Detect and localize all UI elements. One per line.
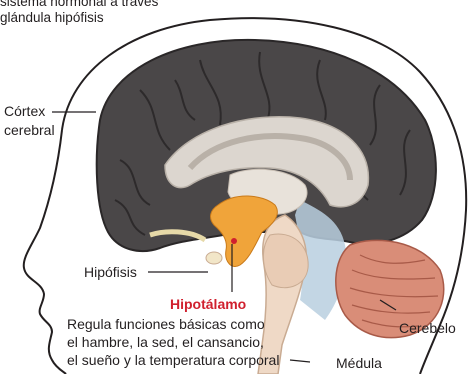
medula-leader bbox=[290, 360, 310, 362]
label-cerebelo: Cerebelo bbox=[399, 320, 456, 337]
label-hipotalamo: Hipotálamo bbox=[170, 296, 246, 313]
label-medula: Médula bbox=[336, 355, 382, 372]
description-line-2: el hambre, la sed, el cansancio, bbox=[67, 334, 264, 351]
caption: sistema hormonal a través glándula hipóf… bbox=[0, 0, 158, 26]
caption-line1: sistema hormonal a través bbox=[0, 0, 158, 10]
description-line-3: el sueño y la temperatura corporal bbox=[67, 352, 279, 369]
pituitary bbox=[206, 252, 222, 264]
face-outline bbox=[24, 130, 66, 374]
label-cortex-line1: Córtex bbox=[4, 103, 45, 120]
hypothalamus-dot bbox=[231, 238, 237, 244]
label-hipofisis: Hipófisis bbox=[84, 264, 137, 281]
caption-line2: glándula hipófisis bbox=[0, 10, 158, 26]
label-cortex-line2: cerebral bbox=[4, 122, 55, 139]
description-line-1: Regula funciones básicas como bbox=[67, 316, 265, 333]
